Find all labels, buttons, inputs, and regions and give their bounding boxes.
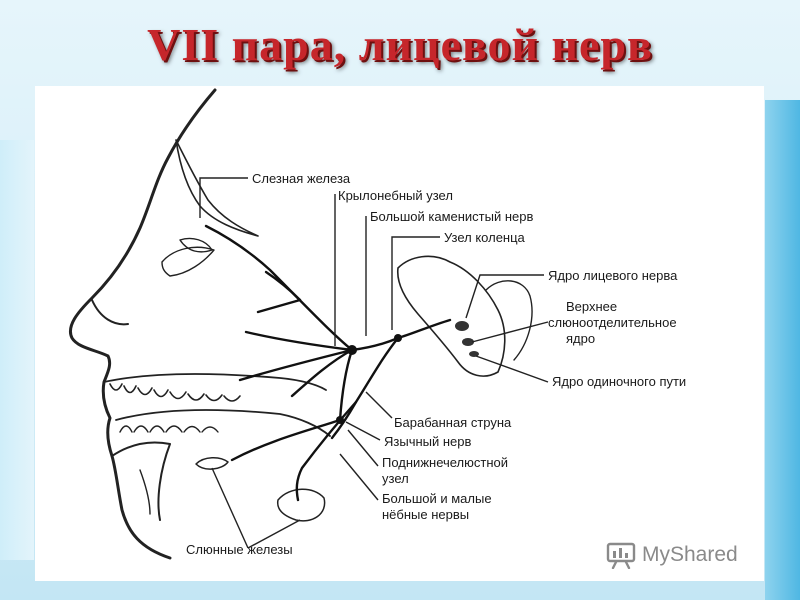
myshared-logo-icon	[606, 542, 636, 569]
label-greater-petrosal-nerve: Большой каменистый нерв	[370, 209, 533, 224]
label-salivary-glands: Слюнные железы	[186, 542, 293, 557]
slide-accent-band	[765, 100, 800, 600]
nostril-outline	[91, 299, 129, 326]
label-superior-salivatory-3: ядро	[566, 331, 595, 346]
label-superior-salivatory-2: слюноотделительное	[548, 315, 677, 330]
background-glow	[0, 140, 34, 560]
label-solitary-nucleus: Ядро одиночного пути	[552, 374, 686, 389]
orbit-outline	[161, 246, 215, 277]
label-geniculate-ganglion: Узел коленца	[444, 230, 526, 245]
diagram-panel	[35, 86, 764, 581]
sublingual-gland-shape	[195, 457, 229, 470]
myshared-watermark[interactable]: MyShared	[606, 540, 738, 570]
label-palatine-nerves-2: нёбные нервы	[382, 507, 469, 522]
cerebellum-outline	[485, 280, 533, 361]
tongue-outline	[115, 409, 331, 437]
label-facial-nucleus: Ядро лицевого нерва	[548, 268, 678, 283]
label-lingual-nerve: Язычный нерв	[384, 434, 472, 449]
label-palatine-nerves-1: Большой и малые	[382, 491, 492, 506]
slide-title: VII пара, лицевой нерв	[147, 19, 653, 70]
mandible-outline	[111, 441, 171, 521]
label-submandibular-ganglion-2: узел	[382, 471, 409, 486]
label-lacrimal-gland: Слезная железа	[252, 171, 351, 186]
submandibular-gland-shape	[276, 488, 326, 522]
head-profile-outline	[69, 88, 217, 560]
label-leader-lines	[199, 177, 549, 549]
upper-teeth	[109, 383, 241, 402]
geniculate-ganglion-node	[394, 334, 402, 342]
label-submandibular-ganglion-1: Поднижнечелюстной	[382, 455, 508, 470]
brainstem-nuclei	[455, 321, 479, 357]
myshared-logo-text: MyShared	[642, 543, 738, 566]
label-pterygopalatine-ganglion: Крылонебный узел	[338, 188, 453, 203]
pterygopalatine-ganglion-node	[347, 345, 357, 355]
forehead-sinus	[175, 139, 259, 237]
brainstem-outline	[396, 255, 506, 377]
label-chorda-tympani: Барабанная струна	[394, 415, 512, 430]
mandible-inner	[139, 469, 151, 515]
lower-teeth	[119, 425, 219, 433]
submandibular-ganglion-node	[336, 416, 344, 424]
upper-jaw-outline	[103, 373, 327, 391]
eyeball-outline	[179, 237, 213, 253]
nerve-paths	[204, 224, 452, 502]
label-superior-salivatory-1: Верхнее	[566, 299, 617, 314]
